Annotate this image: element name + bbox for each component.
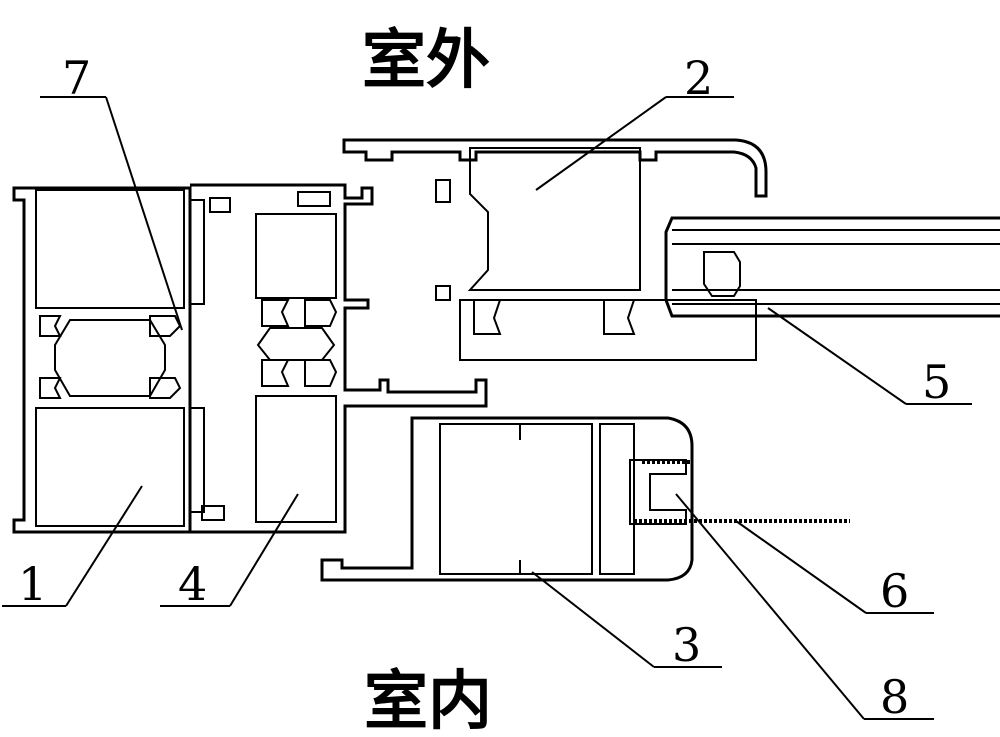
glass-unit-5 <box>664 216 1000 318</box>
leader-lines <box>2 96 972 720</box>
outdoor-label: 室外 <box>362 23 490 98</box>
profile-1 <box>12 186 205 534</box>
callout-5: 5 <box>922 355 951 409</box>
profile-2 <box>342 138 768 361</box>
callout-1: 1 <box>18 557 47 611</box>
seal-strip-6 <box>634 460 850 523</box>
callout-6: 6 <box>880 564 909 618</box>
callout-4: 4 <box>178 557 207 611</box>
profile-3 <box>320 416 694 582</box>
indoor-label: 室内 <box>364 664 492 737</box>
callout-8: 8 <box>880 670 909 724</box>
callout-2: 2 <box>684 51 713 105</box>
callout-3: 3 <box>672 618 701 672</box>
profile-4 <box>190 183 488 534</box>
callout-7: 7 <box>62 51 91 105</box>
